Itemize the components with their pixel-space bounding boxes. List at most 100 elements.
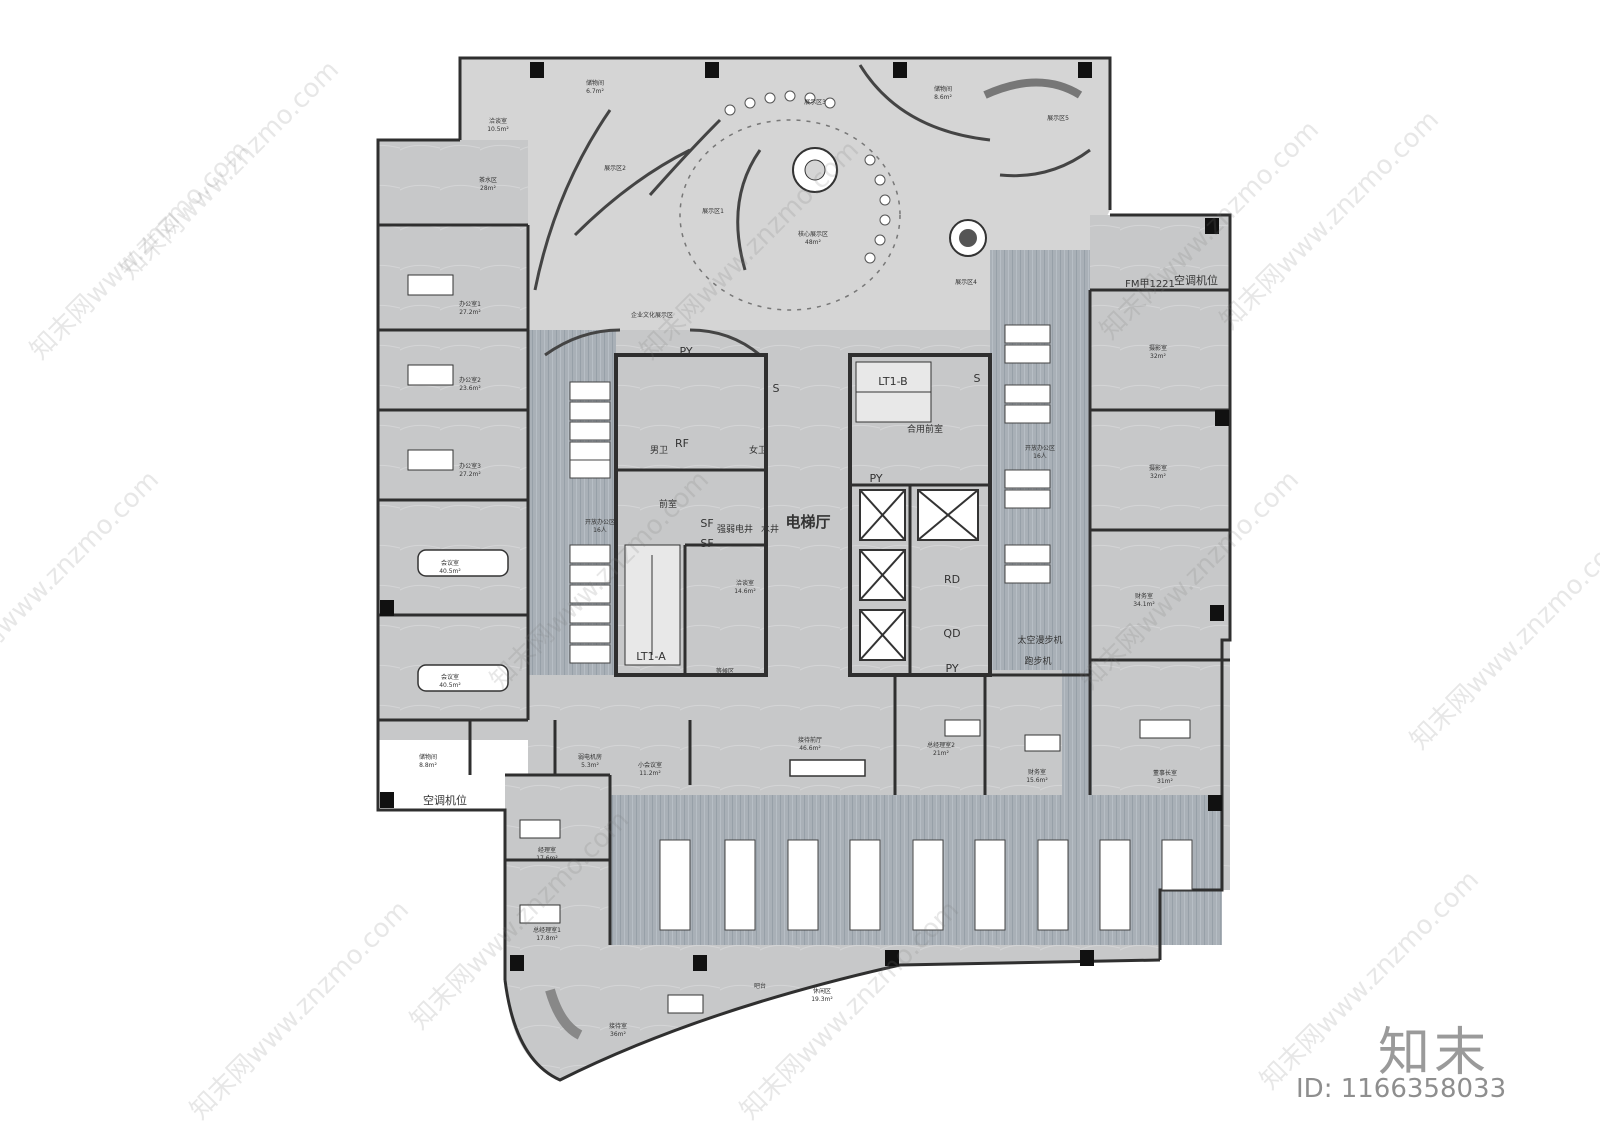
area-open-east: 16人 [1033, 453, 1047, 460]
label-meeting-top: 洽谈室 [489, 117, 507, 125]
label-storage-2: 储物间 [934, 85, 952, 93]
label-small-conf: 小会议室 [638, 761, 662, 769]
area-office-1: 27.2m² [459, 309, 481, 316]
area-weak-room: 5.3m² [581, 762, 599, 769]
area-reception: 46.6m² [799, 745, 821, 752]
label-manager: 经理室 [538, 846, 556, 854]
room-labels: 洽谈室 10.5m² 储物间 6.7m² 储物间 8.6m² 茶水区 28m² … [419, 79, 1218, 1038]
area-photo-1: 32m² [1150, 353, 1166, 360]
core-round-display [792, 147, 987, 257]
area-small-conf: 11.2m² [639, 770, 661, 777]
label-front-room: 前室 [659, 498, 677, 510]
area-manager: 17.6m² [536, 855, 558, 862]
label-lt1a: LT1-A [636, 650, 666, 663]
label-finance-big: 财务室 [1135, 592, 1153, 600]
label-sf-1: SF [700, 517, 713, 530]
elevator-shafts [859, 489, 979, 661]
area-nego: 14.6m² [734, 588, 756, 595]
area-open-west: 16人 [593, 527, 607, 534]
label-office-3: 办公室3 [459, 462, 481, 470]
label-female-wc: 女卫 [749, 444, 767, 456]
label-conf-2: 会议室 [441, 673, 459, 681]
area-storage-1: 6.7m² [586, 88, 604, 95]
label-conf-1: 会议室 [441, 559, 459, 567]
label-py-2: PY [869, 472, 882, 485]
label-gm-1: 总经理室1 [533, 926, 561, 934]
label-treadmill: 跑步机 [1024, 655, 1051, 667]
label-py-1: PY [679, 345, 692, 358]
label-gm-2: 总经理室2 [927, 741, 955, 749]
display-oval [679, 119, 901, 311]
label-office-2: 办公室2 [459, 376, 481, 384]
area-conf-1: 40.5m² [439, 568, 461, 575]
area-chairman: 31m² [1157, 778, 1173, 785]
label-fm: FM甲1221 [1125, 279, 1175, 290]
open-office-desks-west [569, 381, 611, 664]
label-rf: RF [675, 437, 689, 450]
reception-sofa [545, 988, 583, 1040]
label-male-wc: 男卫 [650, 445, 668, 456]
label-nego: 洽谈室 [736, 579, 754, 587]
label-space-walker: 太空漫步机 [1017, 634, 1062, 646]
open-office-desks-east [1004, 324, 1051, 584]
structural-columns [380, 62, 1229, 971]
area-office-2: 23.6m² [459, 385, 481, 392]
display-dots [724, 90, 891, 264]
brand-id: ID: 1166358033 [1296, 1074, 1507, 1104]
area-reception-room: 36m² [610, 1031, 626, 1038]
area-finance-big: 34.1m² [1133, 601, 1155, 608]
label-display-1: 展示区1 [702, 208, 724, 215]
label-waiting: 等候区 [716, 667, 734, 675]
label-open-east: 开放办公区 [1025, 444, 1055, 452]
area-tea: 28m² [480, 185, 496, 192]
label-lounge: 休闲区 [813, 987, 831, 995]
label-py-3: PY [945, 662, 958, 675]
label-core-display: 核心展示区 [798, 230, 828, 238]
label-ac-top: 空调机位 [1174, 273, 1218, 287]
stair-lt1a [624, 544, 681, 666]
label-display-3: 展示区3 [804, 99, 826, 106]
area-gm-2: 21m² [933, 750, 949, 757]
area-storage-w: 8.8m² [419, 762, 437, 769]
label-photo-2: 摄影室 [1149, 464, 1167, 472]
label-display-4: 展示区4 [955, 279, 977, 286]
label-s-2: S [773, 382, 780, 395]
area-finance-small: 15.6m² [1026, 777, 1048, 784]
label-display-2: 展示区2 [604, 165, 626, 172]
bottom-workstations [659, 839, 1193, 931]
equipment-labels: LT1-A LT1-B PY PY PY RF SF SF RD QD S S [636, 345, 980, 675]
area-photo-2: 32m² [1150, 473, 1166, 480]
stair-lt1b [855, 361, 932, 423]
area-lounge: 19.3m² [811, 996, 833, 1003]
brand-logo: 知末 [1378, 1023, 1491, 1083]
conference-tables [417, 549, 866, 777]
label-elevator-hall: 电梯厅 [785, 513, 830, 531]
label-weak-room: 弱电机房 [578, 753, 602, 761]
area-storage-2: 8.6m² [934, 94, 952, 101]
label-water: 水井 [761, 523, 779, 535]
label-strong-weak: 强弱电井 [717, 523, 753, 535]
label-lt1b: LT1-B [878, 375, 907, 388]
label-display-5: 展示区5 [1047, 115, 1069, 122]
walls [376, 56, 1232, 1082]
area-core-display: 48m² [805, 239, 821, 246]
label-storage-w: 储物间 [419, 753, 437, 761]
label-ac-bottom: 空调机位 [423, 793, 467, 807]
label-s-1: S [974, 372, 981, 385]
label-finance-small: 财务室 [1028, 768, 1046, 776]
label-sf-2: SF [700, 537, 713, 550]
label-shared-front: 合用前室 [907, 423, 943, 435]
label-bar: 吧台 [754, 982, 766, 990]
label-chairman: 董事长室 [1153, 769, 1177, 777]
office-desks [407, 274, 1191, 1014]
label-storage-1: 储物间 [586, 79, 604, 87]
label-tea: 茶水区 [479, 176, 497, 184]
label-culture: 企业文化展示区 [631, 311, 673, 319]
area-meeting-top: 10.5m² [487, 126, 509, 133]
label-office-1: 办公室1 [459, 300, 481, 308]
label-reception: 接待前厅 [798, 736, 822, 744]
label-photo-1: 摄影室 [1149, 344, 1167, 352]
area-conf-2: 40.5m² [439, 682, 461, 689]
area-office-3: 27.2m² [459, 471, 481, 478]
label-qd: QD [943, 627, 960, 640]
